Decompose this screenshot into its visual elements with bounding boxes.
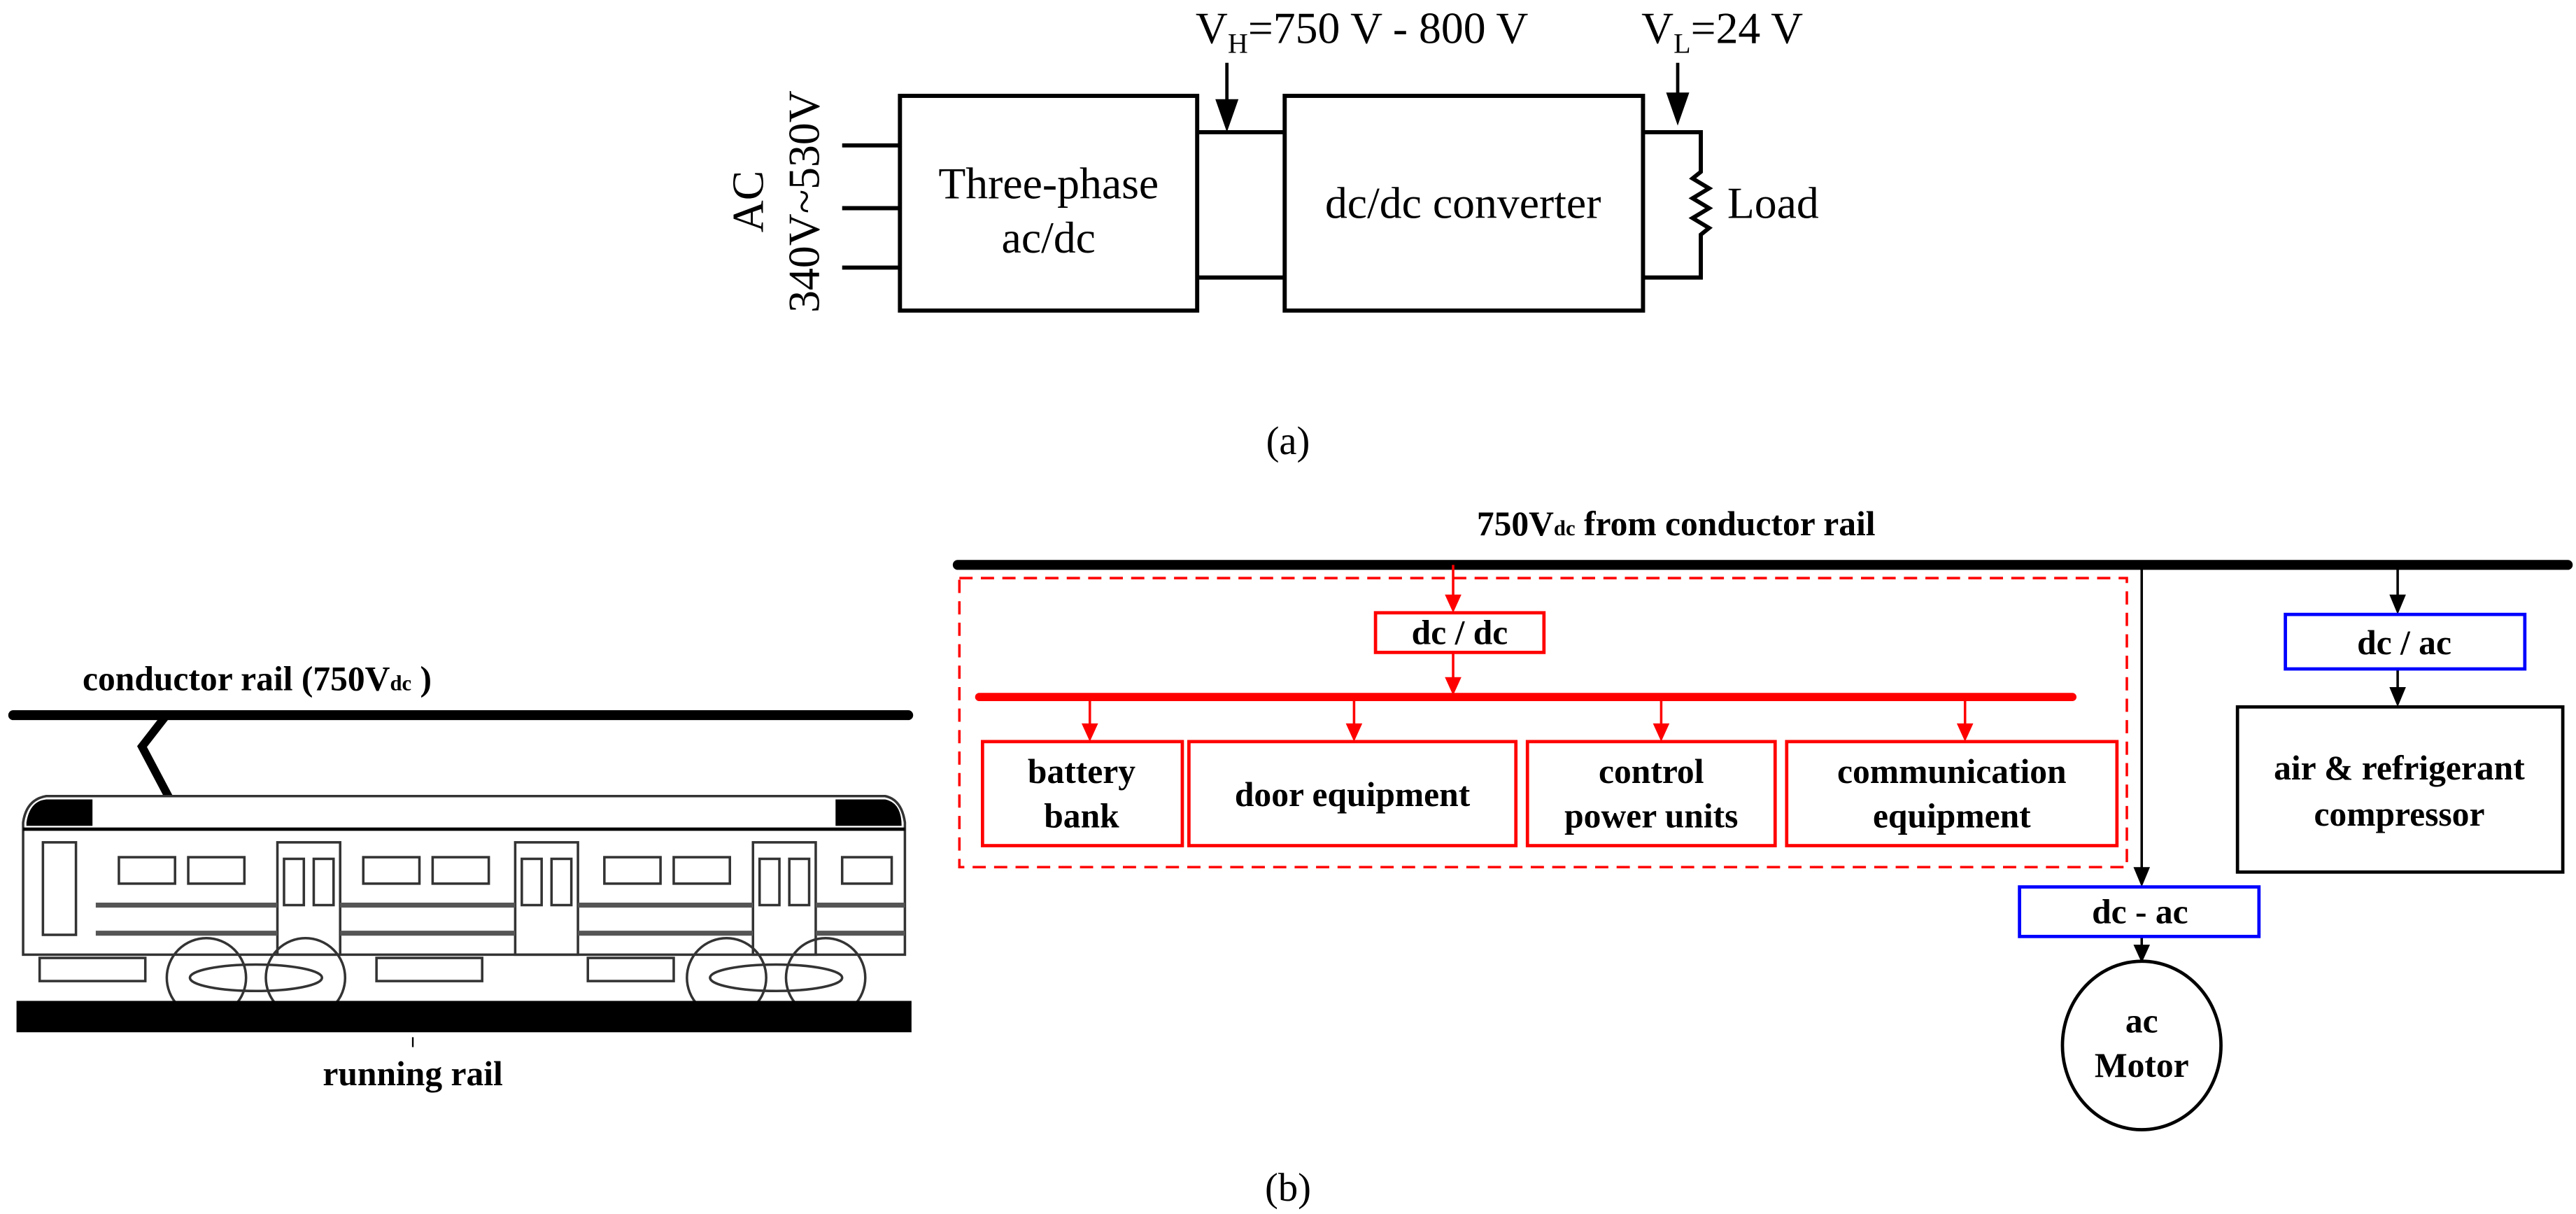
- load-battery-bank: battery bank: [980, 740, 1184, 847]
- load-control-power-units: control power units: [1525, 740, 1777, 847]
- motor-line2: Motor: [2095, 1046, 2189, 1085]
- dc-link: [1197, 129, 1285, 280]
- black-arrows: [2133, 565, 2406, 964]
- auxiliary-group-boundary: [958, 577, 2128, 869]
- input-label-voltage: 340V~530V: [779, 90, 829, 313]
- dcdc-block: [1373, 611, 1546, 654]
- vh-label: VH=750 V - 800 V: [1196, 3, 1529, 59]
- load-door-equipment: door equipment: [1187, 740, 1518, 847]
- block1-label-2: ac/dc: [1002, 213, 1096, 262]
- power-distribution-diagram: 750Vdc from conductor rail dc / dc batte…: [952, 504, 2573, 1131]
- motor-line1: ac: [2125, 1001, 2158, 1040]
- vh-arrow: [1215, 62, 1239, 132]
- compressor-line1: air & refrigerant: [2274, 749, 2525, 787]
- compressor-block: [2235, 705, 2565, 874]
- pantograph: [136, 714, 176, 805]
- dcac-aux-label: dc / ac: [2357, 623, 2451, 662]
- battery-line2: bank: [1044, 797, 1119, 835]
- ac-motor: [2060, 959, 2223, 1131]
- running-rail-label: running rail: [323, 1054, 502, 1093]
- load-communication-equipment: communication equipment: [1785, 740, 2119, 847]
- dcac-motor-block: [2018, 885, 2261, 938]
- vl-arrow: [1666, 62, 1690, 126]
- comm-line2: equipment: [1873, 797, 2031, 835]
- panel-a: AC 340V~530V Three-phase ac/dc dc/dc con…: [723, 3, 1818, 463]
- load-circuit: [1643, 129, 1713, 280]
- conductor-rail-label: conductor rail (750Vdc ): [83, 660, 432, 698]
- caption-a: (a): [1266, 420, 1310, 463]
- vl-label: VL=24 V: [1641, 3, 1803, 59]
- dcdc-label: dc / dc: [1412, 614, 1508, 652]
- block1-label-1: Three-phase: [938, 158, 1159, 208]
- running-rail: [16, 1001, 912, 1033]
- train-car: [22, 794, 907, 1019]
- comm-line1: communication: [1837, 752, 2067, 791]
- three-phase-acdc-block: [898, 94, 1200, 313]
- compressor-line2: compressor: [2314, 795, 2484, 833]
- input-label-ac: AC: [723, 171, 772, 233]
- load-label: Load: [1727, 178, 1819, 228]
- door-line1: door equipment: [1235, 775, 1471, 814]
- dcdc-converter-block: [1282, 94, 1646, 313]
- red-arrows: [1081, 565, 1974, 742]
- control-line2: power units: [1564, 797, 1738, 835]
- control-line1: control: [1599, 752, 1704, 791]
- dcac-aux-block: [2284, 612, 2527, 671]
- bus-label: 750Vdc from conductor rail: [1477, 504, 1876, 543]
- caption-b: (b): [1265, 1166, 1311, 1210]
- block2-label: dc/dc converter: [1325, 178, 1601, 228]
- input-lines: [842, 143, 900, 270]
- train-illustration: conductor rail (750Vdc ): [8, 660, 914, 1093]
- dcac-motor-label: dc - ac: [2092, 892, 2188, 931]
- battery-line1: battery: [1028, 752, 1135, 791]
